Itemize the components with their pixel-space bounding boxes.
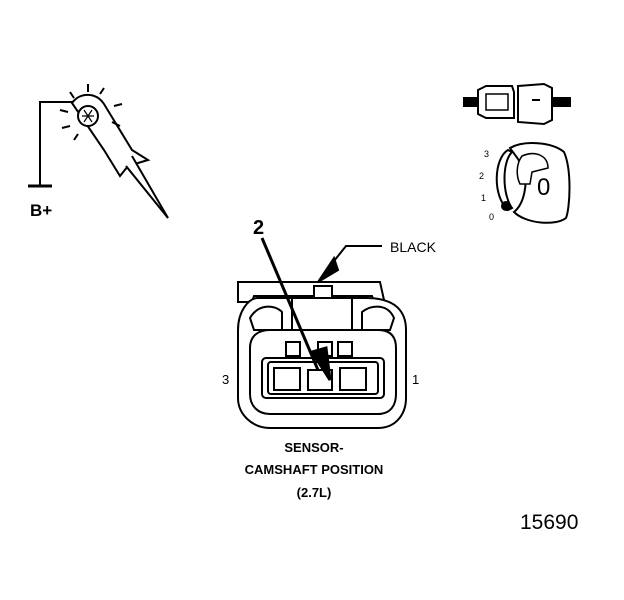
caption-line-3: (2.7L) — [296, 485, 332, 500]
wire-color-label: BLACK — [390, 239, 436, 255]
scale-label-3: 3 — [484, 149, 490, 159]
caption-line-2: CAMSHAFT POSITION — [244, 462, 384, 477]
scale-label-1: 1 — [481, 193, 487, 203]
callout-number: 2 — [253, 217, 265, 239]
pin-3-label: 3 — [222, 372, 230, 387]
selector-position-label: 0 — [537, 174, 551, 201]
scale-label-2: 2 — [479, 171, 485, 181]
b-plus-label: B+ — [30, 201, 53, 220]
caption-line-1: SENSOR- — [284, 440, 344, 455]
scale-label-0: 0 — [489, 212, 495, 222]
figure-number: 15690 — [520, 511, 579, 534]
pin-1-label: 1 — [412, 372, 420, 387]
